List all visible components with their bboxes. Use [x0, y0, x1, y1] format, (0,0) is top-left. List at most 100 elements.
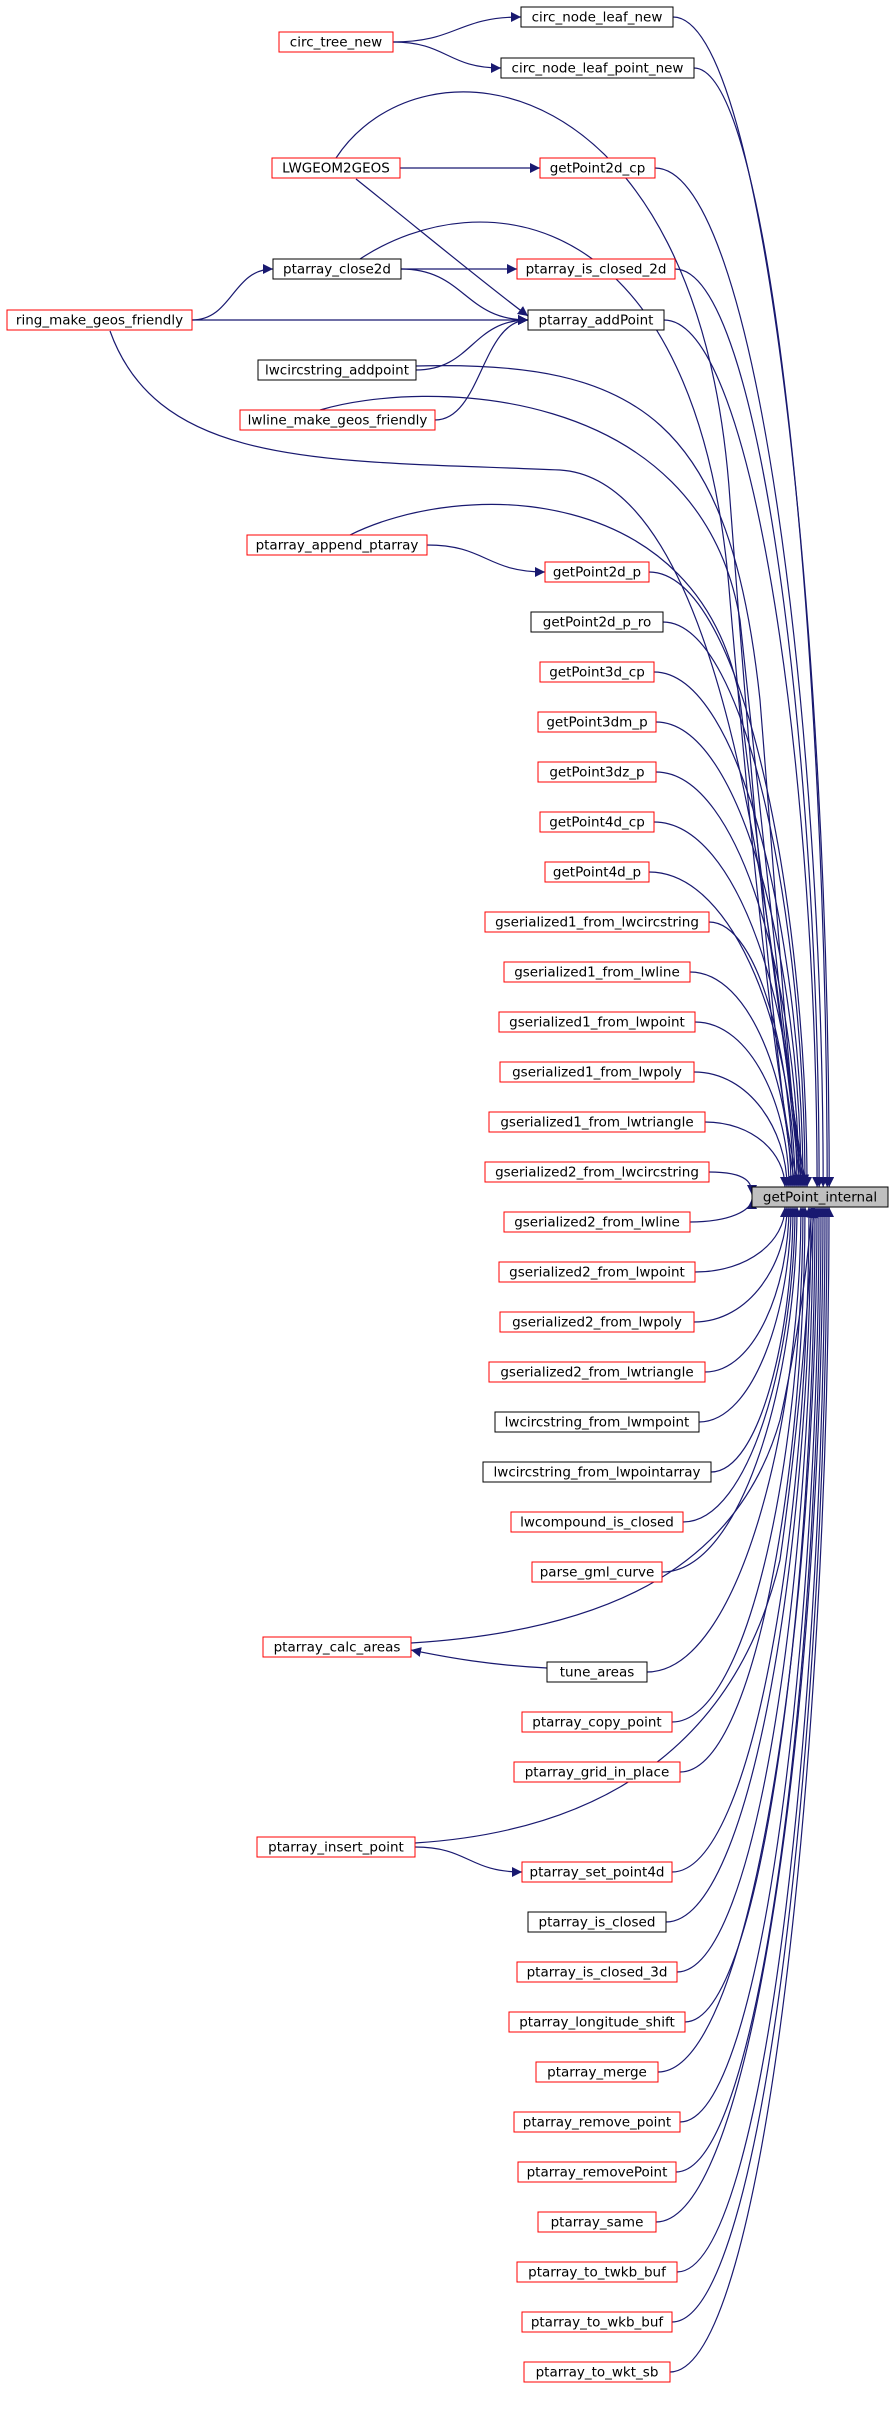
node-box-gserialized2_from_lwpoly[interactable] [499, 1311, 695, 1333]
node-lwcircstring_addpoint[interactable]: lwcircstring_addpoint [257, 359, 417, 381]
node-box-lwcompound_is_closed[interactable] [510, 1511, 684, 1533]
node-box-gserialized2_from_lwline[interactable] [503, 1211, 691, 1233]
node-getPoint3dm_p[interactable]: getPoint3dm_p [537, 711, 657, 733]
node-ptarray_is_closed_3d[interactable]: ptarray_is_closed_3d [516, 1961, 678, 1983]
node-box-gserialized1_from_lwline[interactable] [503, 961, 691, 983]
node-box-ptarray_close2d[interactable] [272, 258, 402, 280]
node-box-ptarray_merge[interactable] [535, 2061, 659, 2083]
node-gserialized2_from_lwpoint[interactable]: gserialized2_from_lwpoint [498, 1261, 696, 1283]
node-box-getPoint4d_cp[interactable] [539, 811, 655, 833]
node-box-lwcircstring_from_lwpointarray[interactable] [482, 1461, 712, 1483]
node-box-ptarray_addPoint[interactable] [527, 309, 665, 331]
node-ptarray_grid_in_place[interactable]: ptarray_grid_in_place [513, 1761, 681, 1783]
node-box-lwcircstring_addpoint[interactable] [257, 359, 417, 381]
node-box-ptarray_set_point4d[interactable] [521, 1861, 673, 1883]
node-getPoint2d_p[interactable]: getPoint2d_p [544, 561, 650, 583]
node-box-ptarray_copy_point[interactable] [521, 1711, 673, 1733]
node-box-circ_node_leaf_point_new[interactable] [500, 57, 695, 79]
node-ptarray_copy_point[interactable]: ptarray_copy_point [521, 1711, 673, 1733]
node-ptarray_addPoint[interactable]: ptarray_addPoint [527, 309, 665, 331]
node-lwcircstring_from_lwpointarray[interactable]: lwcircstring_from_lwpointarray [482, 1461, 712, 1483]
node-ptarray_to_twkb_buf[interactable]: ptarray_to_twkb_buf [516, 2261, 678, 2283]
node-lwcircstring_from_lwmpoint[interactable]: lwcircstring_from_lwmpoint [494, 1411, 700, 1433]
node-box-gserialized1_from_lwpoint[interactable] [498, 1011, 696, 1033]
node-box-gserialized1_from_lwtriangle[interactable] [488, 1111, 706, 1133]
node-gserialized2_from_lwcircstring[interactable]: gserialized2_from_lwcircstring [484, 1161, 710, 1183]
node-getPoint3dz_p[interactable]: getPoint3dz_p [537, 761, 657, 783]
node-ptarray_same[interactable]: ptarray_same [537, 2211, 657, 2233]
node-box-ptarray_removePoint[interactable] [517, 2161, 677, 2183]
node-circ_tree_new[interactable]: circ_tree_new [278, 31, 394, 53]
node-box-getPoint_internal[interactable] [751, 1186, 889, 1208]
node-ptarray_insert_point[interactable]: ptarray_insert_point [256, 1836, 416, 1858]
node-box-gserialized1_from_lwcircstring[interactable] [484, 911, 710, 933]
node-box-getPoint2d_p[interactable] [544, 561, 650, 583]
node-box-ptarray_insert_point[interactable] [256, 1836, 416, 1858]
node-box-getPoint2d_cp[interactable] [539, 157, 656, 179]
node-LWGEOM2GEOS[interactable]: LWGEOM2GEOS [271, 157, 401, 179]
node-gserialized1_from_lwcircstring[interactable]: gserialized1_from_lwcircstring [484, 911, 710, 933]
node-box-getPoint3dz_p[interactable] [537, 761, 657, 783]
node-circ_node_leaf_new[interactable]: circ_node_leaf_new [520, 6, 674, 28]
node-ptarray_removePoint[interactable]: ptarray_removePoint [517, 2161, 677, 2183]
node-circ_node_leaf_point_new[interactable]: circ_node_leaf_point_new [500, 57, 695, 79]
node-box-ring_make_geos_friendly[interactable] [6, 309, 193, 331]
node-box-gserialized1_from_lwpoly[interactable] [499, 1061, 695, 1083]
node-box-ptarray_grid_in_place[interactable] [513, 1761, 681, 1783]
node-box-lwcircstring_from_lwmpoint[interactable] [494, 1411, 700, 1433]
node-ptarray_to_wkt_sb[interactable]: ptarray_to_wkt_sb [523, 2361, 671, 2383]
node-ring_make_geos_friendly[interactable]: ring_make_geos_friendly [6, 309, 193, 331]
node-box-getPoint4d_p[interactable] [544, 861, 650, 883]
node-box-circ_node_leaf_new[interactable] [520, 6, 674, 28]
node-getPoint_internal[interactable]: getPoint_internal [751, 1186, 889, 1208]
node-gserialized2_from_lwtriangle[interactable]: gserialized2_from_lwtriangle [488, 1361, 706, 1383]
node-ptarray_append_ptarray[interactable]: ptarray_append_ptarray [246, 534, 428, 556]
node-gserialized1_from_lwline[interactable]: gserialized1_from_lwline [503, 961, 691, 983]
node-parse_gml_curve[interactable]: parse_gml_curve [531, 1561, 663, 1583]
node-box-ptarray_append_ptarray[interactable] [246, 534, 428, 556]
node-ptarray_longitude_shift[interactable]: ptarray_longitude_shift [508, 2011, 686, 2033]
node-lwline_make_geos_friendly[interactable]: lwline_make_geos_friendly [239, 409, 436, 431]
node-box-getPoint3dm_p[interactable] [537, 711, 657, 733]
node-box-gserialized2_from_lwpoint[interactable] [498, 1261, 696, 1283]
node-box-gserialized2_from_lwtriangle[interactable] [488, 1361, 706, 1383]
node-lwcompound_is_closed[interactable]: lwcompound_is_closed [510, 1511, 684, 1533]
node-box-lwline_make_geos_friendly[interactable] [239, 409, 436, 431]
node-box-ptarray_is_closed_2d[interactable] [516, 258, 676, 280]
node-getPoint2d_p_ro[interactable]: getPoint2d_p_ro [530, 611, 664, 633]
node-box-ptarray_calc_areas[interactable] [262, 1636, 412, 1658]
node-box-gserialized2_from_lwcircstring[interactable] [484, 1161, 710, 1183]
node-box-ptarray_remove_point[interactable] [513, 2111, 681, 2133]
node-ptarray_merge[interactable]: ptarray_merge [535, 2061, 659, 2083]
node-ptarray_remove_point[interactable]: ptarray_remove_point [513, 2111, 681, 2133]
node-box-ptarray_same[interactable] [537, 2211, 657, 2233]
node-gserialized1_from_lwtriangle[interactable]: gserialized1_from_lwtriangle [488, 1111, 706, 1133]
node-box-ptarray_to_wkt_sb[interactable] [523, 2361, 671, 2383]
node-getPoint2d_cp[interactable]: getPoint2d_cp [539, 157, 656, 179]
node-getPoint3d_cp[interactable]: getPoint3d_cp [539, 661, 655, 683]
node-getPoint4d_p[interactable]: getPoint4d_p [544, 861, 650, 883]
node-ptarray_is_closed[interactable]: ptarray_is_closed [527, 1911, 667, 1933]
node-box-getPoint2d_p_ro[interactable] [530, 611, 664, 633]
node-box-getPoint3d_cp[interactable] [539, 661, 655, 683]
node-gserialized2_from_lwline[interactable]: gserialized2_from_lwline [503, 1211, 691, 1233]
node-box-ptarray_is_closed_3d[interactable] [516, 1961, 678, 1983]
node-tune_areas[interactable]: tune_areas [546, 1661, 648, 1683]
node-ptarray_calc_areas[interactable]: ptarray_calc_areas [262, 1636, 412, 1658]
node-ptarray_close2d[interactable]: ptarray_close2d [272, 258, 402, 280]
node-gserialized1_from_lwpoint[interactable]: gserialized1_from_lwpoint [498, 1011, 696, 1033]
node-box-circ_tree_new[interactable] [278, 31, 394, 53]
node-box-parse_gml_curve[interactable] [531, 1561, 663, 1583]
node-box-tune_areas[interactable] [546, 1661, 648, 1683]
node-gserialized2_from_lwpoly[interactable]: gserialized2_from_lwpoly [499, 1311, 695, 1333]
node-ptarray_to_wkb_buf[interactable]: ptarray_to_wkb_buf [521, 2311, 673, 2333]
node-box-ptarray_longitude_shift[interactable] [508, 2011, 686, 2033]
node-ptarray_set_point4d[interactable]: ptarray_set_point4d [521, 1861, 673, 1883]
node-ptarray_is_closed_2d[interactable]: ptarray_is_closed_2d [516, 258, 676, 280]
node-box-LWGEOM2GEOS[interactable] [271, 157, 401, 179]
node-box-ptarray_to_wkb_buf[interactable] [521, 2311, 673, 2333]
node-getPoint4d_cp[interactable]: getPoint4d_cp [539, 811, 655, 833]
node-gserialized1_from_lwpoly[interactable]: gserialized1_from_lwpoly [499, 1061, 695, 1083]
node-box-ptarray_to_twkb_buf[interactable] [516, 2261, 678, 2283]
node-box-ptarray_is_closed[interactable] [527, 1911, 667, 1933]
